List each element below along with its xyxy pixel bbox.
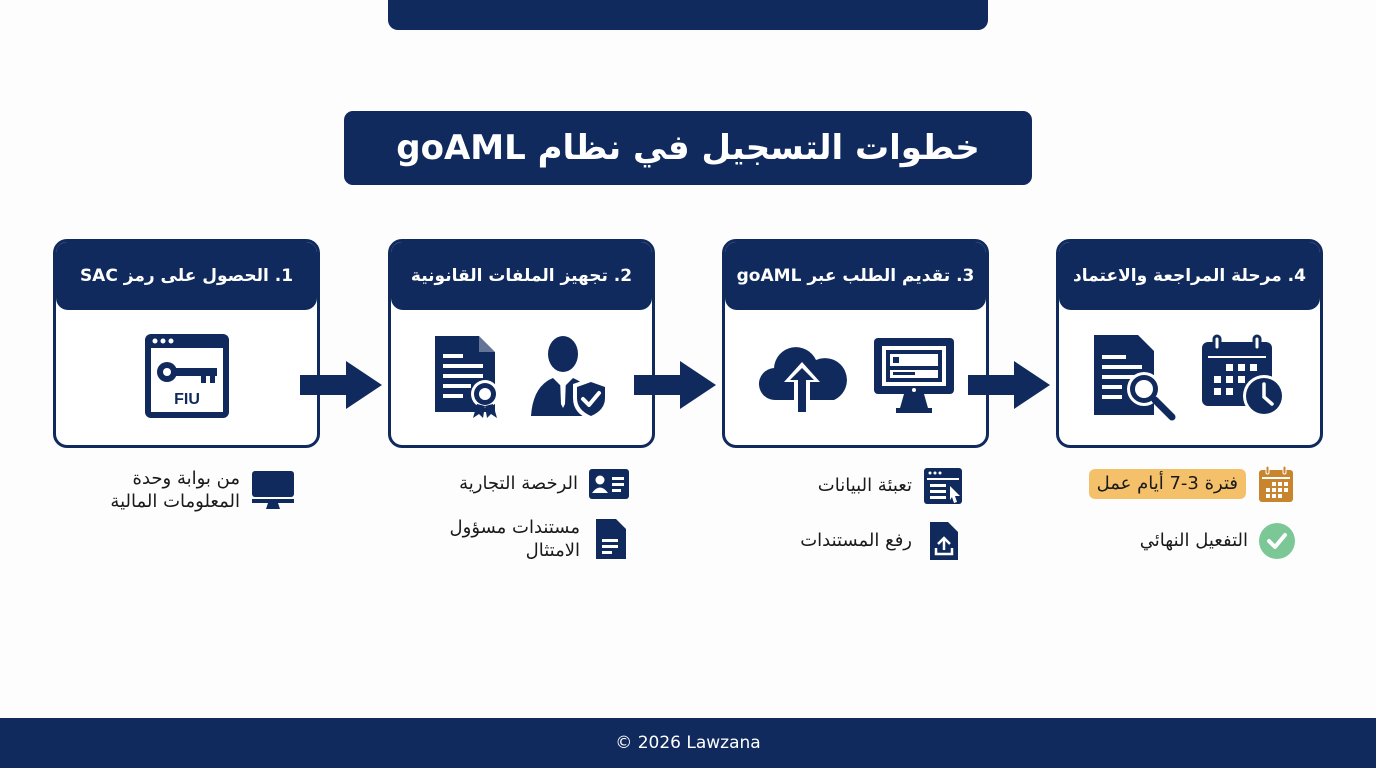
step-header: 3. تقديم الطلب عبر goAML bbox=[725, 242, 986, 310]
detail-item: فترة 3-7 أيام عمل bbox=[1088, 464, 1296, 504]
cloud-upload-icon bbox=[756, 336, 850, 420]
arrow-right-icon bbox=[300, 361, 382, 409]
page-title: خطوات التسجيل في نظام goAML bbox=[344, 111, 1032, 185]
file-upload-icon bbox=[922, 520, 964, 562]
arrow-right-icon bbox=[968, 361, 1050, 409]
step-card-4: 4. مرحلة المراجعة والاعتماد bbox=[1056, 239, 1323, 448]
detail-item: من بوابة وحدة المعلومات المالية bbox=[80, 467, 296, 514]
step-card-1: 1. الحصول على رمز SAC FIU bbox=[53, 239, 320, 448]
top-banner bbox=[388, 0, 988, 30]
step-header: 1. الحصول على رمز SAC bbox=[56, 242, 317, 310]
step-card-2: 2. تجهيز الملفات القانونية bbox=[388, 239, 655, 448]
detail-text: تعبئة البيانات bbox=[817, 475, 912, 497]
check-circle-icon bbox=[1258, 522, 1296, 560]
detail-item: التفعيل النهائي bbox=[1140, 522, 1296, 560]
detail-item: الرخصة التجارية bbox=[459, 468, 630, 500]
calendar-icon bbox=[1256, 464, 1296, 504]
certificate-document-icon bbox=[433, 332, 505, 424]
step-header: 4. مرحلة المراجعة والاعتماد bbox=[1059, 242, 1320, 310]
key-window-fiu-icon: FIU bbox=[143, 332, 231, 424]
calendar-clock-icon bbox=[1200, 334, 1288, 422]
detail-item: رفع المستندات bbox=[800, 520, 964, 562]
detail-text: من بوابة وحدة المعلومات المالية bbox=[110, 468, 240, 513]
form-cursor-icon bbox=[922, 466, 964, 506]
step-card-3: 3. تقديم الطلب عبر goAML bbox=[722, 239, 989, 448]
document-icon bbox=[590, 517, 630, 561]
duration-badge: فترة 3-7 أيام عمل bbox=[1088, 469, 1246, 499]
footer: © 2026 Lawzana bbox=[0, 718, 1376, 768]
detail-text: رفع المستندات bbox=[800, 530, 912, 552]
detail-text: الرخصة التجارية bbox=[459, 473, 578, 495]
id-card-icon bbox=[588, 468, 630, 500]
person-shield-icon bbox=[527, 332, 611, 424]
document-search-icon bbox=[1092, 331, 1178, 425]
arrow-right-icon bbox=[634, 361, 716, 409]
detail-item: مستندات مسؤول الامتثال bbox=[420, 516, 630, 563]
copyright-text: © 2026 Lawzana bbox=[615, 733, 761, 753]
monitor-icon bbox=[250, 469, 296, 511]
detail-text: التفعيل النهائي bbox=[1139, 530, 1248, 552]
detail-item: تعبئة البيانات bbox=[818, 466, 964, 506]
step-header: 2. تجهيز الملفات القانونية bbox=[391, 242, 652, 310]
detail-text: مستندات مسؤول الامتثال bbox=[449, 517, 580, 562]
desktop-form-icon bbox=[872, 336, 956, 420]
svg-text:FIU: FIU bbox=[174, 391, 200, 408]
